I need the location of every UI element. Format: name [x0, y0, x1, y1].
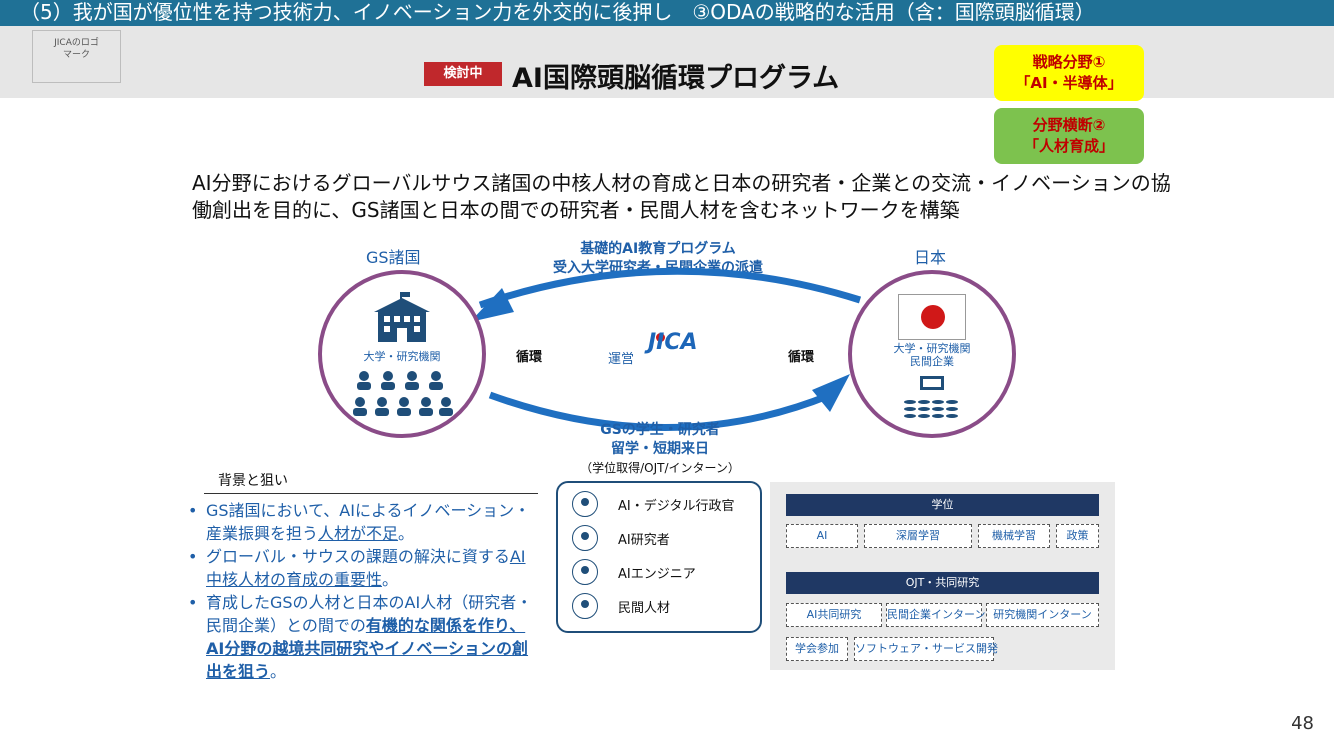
ojt-item: AI共同研究 [786, 603, 882, 627]
bullet3-emphasis: 有機的な関係を作り、AI分野の越境共同研究やイノベーションの創出を狙う [206, 616, 529, 681]
top-flow-line1: 基礎的AI教育プログラム [580, 241, 736, 257]
arrow-head-left-icon [470, 288, 514, 322]
degree-item: 機械学習 [978, 524, 1050, 548]
bullet1-end: 。 [398, 524, 415, 543]
bullet2-text: グローバル・サウスの課題の解決に資する [206, 547, 510, 566]
administrator-icon [572, 491, 598, 517]
bullet1-text: GS諸国において、AIによるイノベーション・産業振興を担う [206, 501, 531, 543]
private-sector-icon [572, 593, 598, 619]
bullet-item: 育成したGSの人材と日本のAI人材（研究者・民間企業）との間での有機的な関係を作… [188, 591, 540, 683]
gs-countries-label: GS諸国 [366, 248, 421, 267]
degree-item: AI [786, 524, 858, 548]
japan-institutions-label: 大学・研究機関 民間企業 [852, 342, 1012, 368]
bullet2-end: 。 [382, 570, 399, 589]
strategy-tag: 戦略分野① 「AI・半導体」 [994, 45, 1144, 101]
japan-institutions-line2: 民間企業 [910, 355, 954, 368]
role-label: AIエンジニア [618, 566, 696, 582]
bullet1-emphasis: 人材が不足 [318, 524, 399, 543]
background-divider [204, 493, 538, 494]
crosscut-tag: 分野横断② 「人材育成」 [994, 108, 1144, 164]
program-description: AI分野におけるグローバルサウス諸国の中核人材の育成と日本の研究者・企業との交流… [192, 171, 1171, 222]
status-badge: 検討中 [424, 62, 502, 86]
cycle-label-left: 循環 [516, 350, 543, 365]
degree-header: 学位 [786, 494, 1099, 516]
ojt-header: OJT・共同研究 [786, 572, 1099, 594]
ojt-item: 学会参加 [786, 637, 848, 661]
programs-panel: 学位 AI 深層学習 機械学習 政策 OJT・共同研究 AI共同研究 民間企業イ… [770, 482, 1115, 670]
bullet-item: グローバル・サウスの課題の解決に資するAI中核人材の育成の重要性。 [188, 545, 540, 591]
arrow-to-gs [478, 267, 862, 309]
target-roles-box: AI・デジタル行政官 AI研究者 AIエンジニア 民間人材 [556, 481, 762, 633]
header-bar: （5）我が国が優位性を持つ技術力、イノベーション力を外交的に後押し ③ODAの戦… [0, 0, 1334, 26]
jica-logo: JICA [648, 330, 698, 355]
role-item: 民間人材 [572, 593, 670, 619]
laptop-people-icon [904, 376, 958, 418]
role-item: AIエンジニア [572, 559, 696, 585]
role-label: 民間人材 [618, 600, 671, 616]
cycle-label-right: 循環 [788, 350, 815, 365]
ojt-item: 民間企業インターン [886, 603, 985, 627]
role-label: AI・デジタル行政官 [618, 498, 735, 514]
people-group-icon [353, 371, 453, 416]
degree-item: 深層学習 [864, 524, 972, 548]
japan-flag-icon [898, 294, 966, 340]
japan-institutions-circle: 大学・研究機関 民間企業 [848, 270, 1016, 438]
bullet3-end: 。 [270, 662, 287, 681]
background-bullets: GS諸国において、AIによるイノベーション・産業振興を担う人材が不足。 グローバ… [188, 499, 540, 683]
degree-item: 政策 [1056, 524, 1099, 548]
arrow-head-right-icon [812, 374, 850, 412]
role-item: AI・デジタル行政官 [572, 491, 734, 517]
japan-label: 日本 [914, 248, 947, 267]
strategy-tag-line2: 「AI・半導体」 [1015, 74, 1123, 92]
cycle-arrows [470, 267, 862, 431]
bottom-flow-line2: 留学・短期来日 [611, 441, 709, 457]
bottom-flow-line3: （学位取得/OJT/インターン） [580, 461, 740, 475]
bottom-flow-label: GSの学生・研究者 留学・短期来日 （学位取得/OJT/インターン） [560, 421, 760, 478]
arrow-to-japan [488, 391, 832, 431]
ojt-item: ソフトウェア・サービス開発 [854, 637, 998, 661]
role-item: AI研究者 [572, 525, 670, 551]
page-number: 48 [1291, 713, 1314, 734]
page-title: AI国際頭脳循環プログラム [512, 63, 840, 94]
logo-placeholder: JICAのロゴ マーク [32, 30, 121, 83]
researcher-icon [572, 525, 598, 551]
school-building-icon [374, 292, 430, 342]
gs-institutions-circle: 大学・研究機関 [318, 270, 486, 438]
japan-institutions-line1: 大学・研究機関 [893, 342, 971, 355]
bullet2-emphasis: AI中核人材の育成の重要性 [206, 547, 526, 589]
role-label: AI研究者 [618, 532, 670, 548]
engineer-icon [572, 559, 598, 585]
bottom-flow-line1: GSの学生・研究者 [600, 422, 720, 438]
crosscut-tag-line1: 分野横断② [1032, 116, 1106, 134]
bullet3-text: 育成したGSの人材と日本のAI人材（研究者・民間企業）との間での [206, 593, 533, 635]
ojt-item: 研究機関インターン [986, 603, 1099, 627]
gs-institutions-label: 大学・研究機関 [363, 350, 441, 363]
background-heading: 背景と狙い [218, 473, 288, 489]
jica-logo-dot-icon [656, 333, 665, 342]
bullet-item: GS諸国において、AIによるイノベーション・産業振興を担う人材が不足。 [188, 499, 540, 545]
operator-label: 運営 [608, 352, 635, 367]
strategy-tag-line1: 戦略分野① [1032, 53, 1106, 71]
crosscut-tag-line2: 「人材育成」 [1023, 137, 1114, 155]
